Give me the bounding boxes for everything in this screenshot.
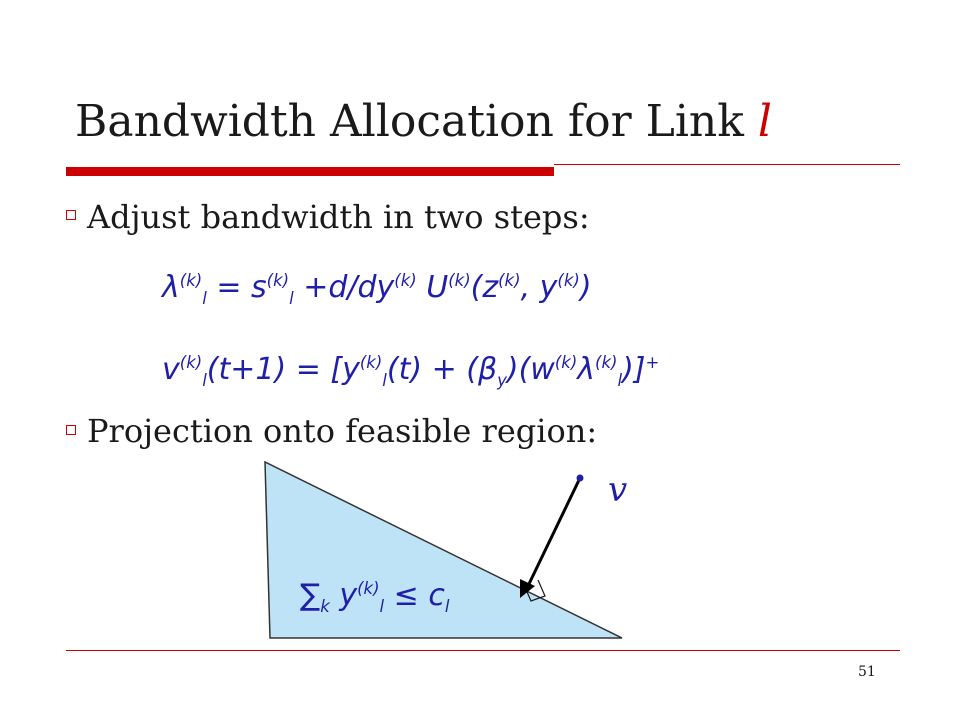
bullet-square-icon xyxy=(66,210,76,220)
bullet-text-steps: Adjust bandwidth in two steps: xyxy=(87,198,590,236)
page-number: 51 xyxy=(858,664,876,680)
title-variable: l xyxy=(757,96,772,147)
footer-divider xyxy=(66,650,900,651)
title-underline-thick xyxy=(66,167,554,176)
right-angle-marker xyxy=(523,579,546,602)
point-v-label: v xyxy=(608,470,628,510)
bullet-text-projection: Projection onto feasible region: xyxy=(87,412,598,450)
projection-arrow-shaft xyxy=(526,477,582,587)
feasible-region-triangle xyxy=(264,460,623,639)
bullet-square-icon xyxy=(66,425,76,435)
equation-update: v(k)l(t+1) = [y(k)l(t) + (βy)(w(k)λ(k)l)… xyxy=(162,352,660,390)
title-underline-thin xyxy=(554,164,900,165)
projection-arrowhead xyxy=(520,579,535,598)
title-text: Bandwidth Allocation for Link xyxy=(75,96,758,147)
constraint-label: ∑k y(k)l ≤ cl xyxy=(300,578,450,616)
point-v-dot xyxy=(576,474,584,482)
slide-title: Bandwidth Allocation for Link l xyxy=(75,96,772,147)
equation-lambda: λ(k)l = s(k)l +d/dy(k) U(k)(z(k), y(k)) xyxy=(162,270,592,308)
